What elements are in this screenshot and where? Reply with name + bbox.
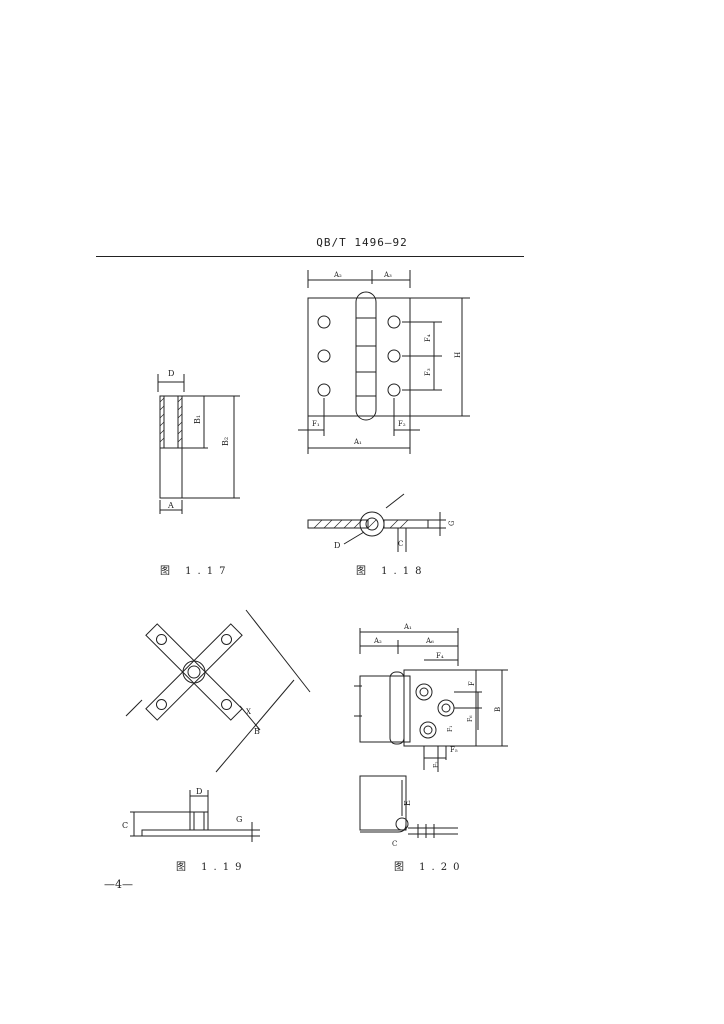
label-F1: F₁ (312, 420, 320, 428)
label-B2: B₂ (221, 437, 230, 446)
label-F2: F₂ (398, 420, 406, 428)
caption-fig-1-18: 图 1.18 (356, 566, 428, 577)
header-rule (96, 256, 524, 257)
label-F4: F₄ (436, 652, 444, 660)
label-G: G (448, 520, 456, 526)
label-D: D (196, 787, 202, 796)
label-X: X (246, 708, 251, 716)
caption-fig-1-19: 图 1.19 (176, 862, 248, 873)
label-A1: A₁ (353, 438, 362, 446)
document-header: QB/T 1496—92 (316, 236, 408, 249)
label-D: D (168, 369, 174, 378)
page-number: —4— (104, 878, 133, 891)
label-F5: F₅ (450, 746, 458, 754)
label-F1: F₁ (447, 725, 454, 732)
label-B1: B₁ (193, 415, 202, 424)
figure-1-19: X B (125, 609, 311, 773)
figure-1-17: D B₁ B₂ A (157, 369, 240, 514)
label-H: H (454, 352, 462, 358)
label-G: G (236, 815, 242, 824)
label-A3: A₃ (383, 271, 392, 279)
label-E: E (403, 800, 412, 806)
figure-1-18: A₂ A₃ F₄ F₃ H F₁ F₂ A₁ G D C (298, 270, 470, 552)
label-D: D (334, 541, 340, 550)
label-F6: F₆ (467, 715, 474, 722)
label-A2: A₂ (333, 271, 342, 279)
label-C: C (122, 821, 128, 830)
label-A1: A₁ (403, 623, 412, 631)
label-C: C (398, 540, 403, 548)
label-B: B (254, 727, 260, 736)
label-F: F (468, 681, 476, 686)
figure-1-20: A₁ A₂ A₆ F₄ F B F₆ F₁ F₅ F₂ E C (354, 623, 508, 848)
label-F2: F₂ (433, 761, 440, 768)
label-F3: F₃ (424, 368, 432, 376)
label-A2: A₂ (373, 637, 382, 645)
caption-fig-1-17: 图 1.17 (160, 566, 232, 577)
label-F4: F₄ (424, 334, 432, 342)
figure-1-19-section: D C G (122, 787, 260, 842)
label-A: A (167, 501, 174, 510)
label-C: C (392, 840, 397, 848)
caption-fig-1-20: 图 1.20 (394, 862, 466, 873)
label-A6: A₆ (425, 637, 434, 645)
label-B: B (494, 707, 502, 712)
